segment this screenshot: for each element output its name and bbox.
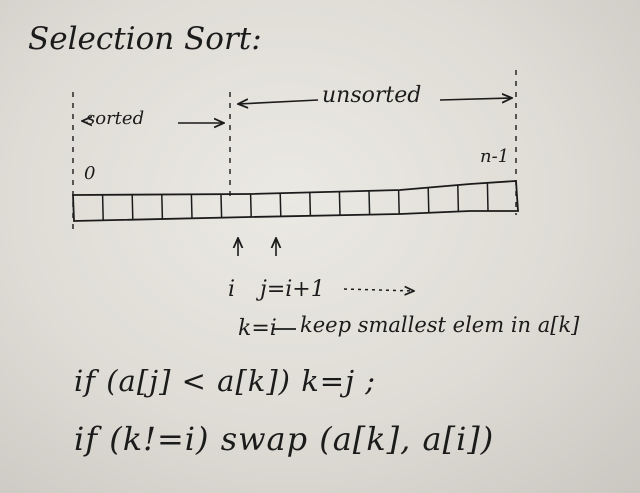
pointer-i-label: i — [228, 277, 236, 302]
unsorted-arrow-right — [439, 98, 512, 100]
index-end-label: n-1 — [480, 146, 510, 167]
k-init-label: k=i — [238, 316, 277, 341]
array-cell-divider — [368, 190, 371, 215]
unsorted-label: unsorted — [322, 83, 422, 108]
code-line-compare: if (a[j] < a[k]) k=j ; — [74, 364, 377, 398]
array-cell-divider — [427, 187, 430, 213]
array-cell-divider — [131, 194, 134, 220]
array-cell-divider — [190, 194, 193, 219]
code-line-swap: if (k!=i) swap (a[k], a[i]) — [74, 420, 495, 458]
index-start-label: 0 — [84, 163, 96, 184]
array-outline — [72, 180, 519, 222]
array — [72, 180, 519, 222]
array-cell-divider — [397, 189, 400, 215]
array-cell-divider — [279, 193, 282, 217]
unsorted-arrow-left — [238, 100, 319, 104]
diagram-title: Selection Sort: — [28, 21, 262, 57]
array-cell-divider — [309, 192, 312, 216]
array-cell-divider — [161, 194, 164, 220]
pointer-j-label: j=i+1 — [260, 277, 325, 302]
array-cell-divider — [249, 193, 252, 218]
array-cell-divider — [486, 182, 489, 212]
array-cell-divider — [338, 191, 341, 216]
array-cell-divider — [457, 184, 460, 212]
array-cell-divider — [220, 194, 223, 218]
sorted-label: sorted — [86, 108, 145, 129]
k-note-label: keep smallest elem in a[k] — [300, 313, 580, 337]
array-cell-divider — [101, 194, 104, 221]
j-advance-arrow — [343, 289, 414, 291]
